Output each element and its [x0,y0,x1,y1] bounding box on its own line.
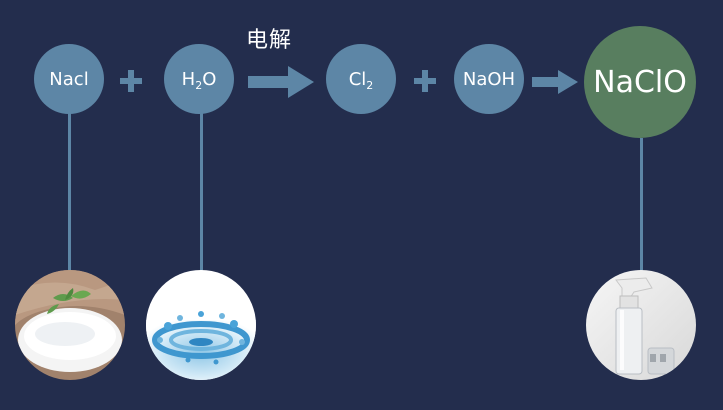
cl2-node: Cl2 [326,44,396,114]
nacl-label: Nacl [49,68,89,90]
electrolysis-arrow-icon [248,66,314,98]
naoh-label: NaOH [462,68,516,90]
plus-icon [120,70,142,92]
h2o-node: H2O [164,44,234,114]
plus-icon [414,70,436,92]
h2o-label: H2O [181,68,217,92]
electrolysis-label: 电解 [246,28,293,53]
naclo-connector-line [640,138,643,284]
nacl-node: Nacl [34,44,104,114]
salt-bowl-icon [15,270,125,380]
naclo-node: NaClO [584,26,696,138]
naclo-label: NaClO [593,64,687,100]
product-arrow-icon [532,70,578,94]
nacl-connector-line [68,112,71,284]
water-splash-icon [146,270,256,380]
naoh-node: NaOH [454,44,524,114]
h2o-connector-line [200,112,203,284]
spray-bottle-icon [586,270,696,380]
cl2-label: Cl2 [348,68,374,92]
